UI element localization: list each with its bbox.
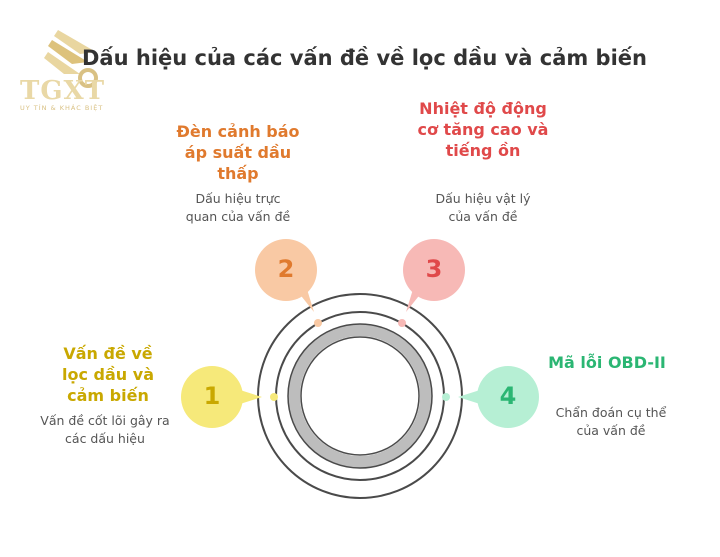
step-2-desc: Dấu hiệu trực quan của vấn đề (185, 191, 291, 224)
step-2-label: Đèn cảnh báo áp suất dầu thấp (176, 122, 300, 183)
brand-name: TGXT (20, 76, 106, 106)
step-1-label: Vấn đề về lọc dầu và cảm biến (62, 344, 154, 405)
step-1-dot (270, 393, 278, 401)
step-2-number: 2 (277, 255, 295, 283)
step-2-dot (314, 319, 322, 327)
step-3-bubble (403, 239, 465, 301)
step-3-desc: Dấu hiệu vật lý của vấn đề (435, 191, 531, 224)
brand-tagline: UY TÍN & KHÁC BIỆT (20, 104, 104, 112)
step-4-desc: Chẩn đoán cụ thể của vấn đề (555, 405, 667, 438)
step-1-number: 1 (203, 382, 221, 410)
step-1-desc: Vấn đề cốt lõi gây ra các dấu hiệu (40, 413, 170, 446)
step-3-dot (398, 319, 406, 327)
step-3-number: 3 (425, 255, 443, 283)
step-3-label: Nhiệt độ động cơ tăng cao và tiếng ồn (417, 99, 549, 160)
diagram-title: Dấu hiệu của các vấn đề về lọc dầu và cả… (82, 46, 647, 70)
step-2-bubble (255, 239, 317, 301)
step-4-label: Mã lỗi OBD-II (548, 353, 666, 372)
step-4-bubble (477, 366, 539, 428)
step-4-number: 4 (499, 382, 517, 410)
step-4-dot (442, 393, 450, 401)
step-1-bubble (181, 366, 243, 428)
brand-logo (44, 30, 98, 88)
